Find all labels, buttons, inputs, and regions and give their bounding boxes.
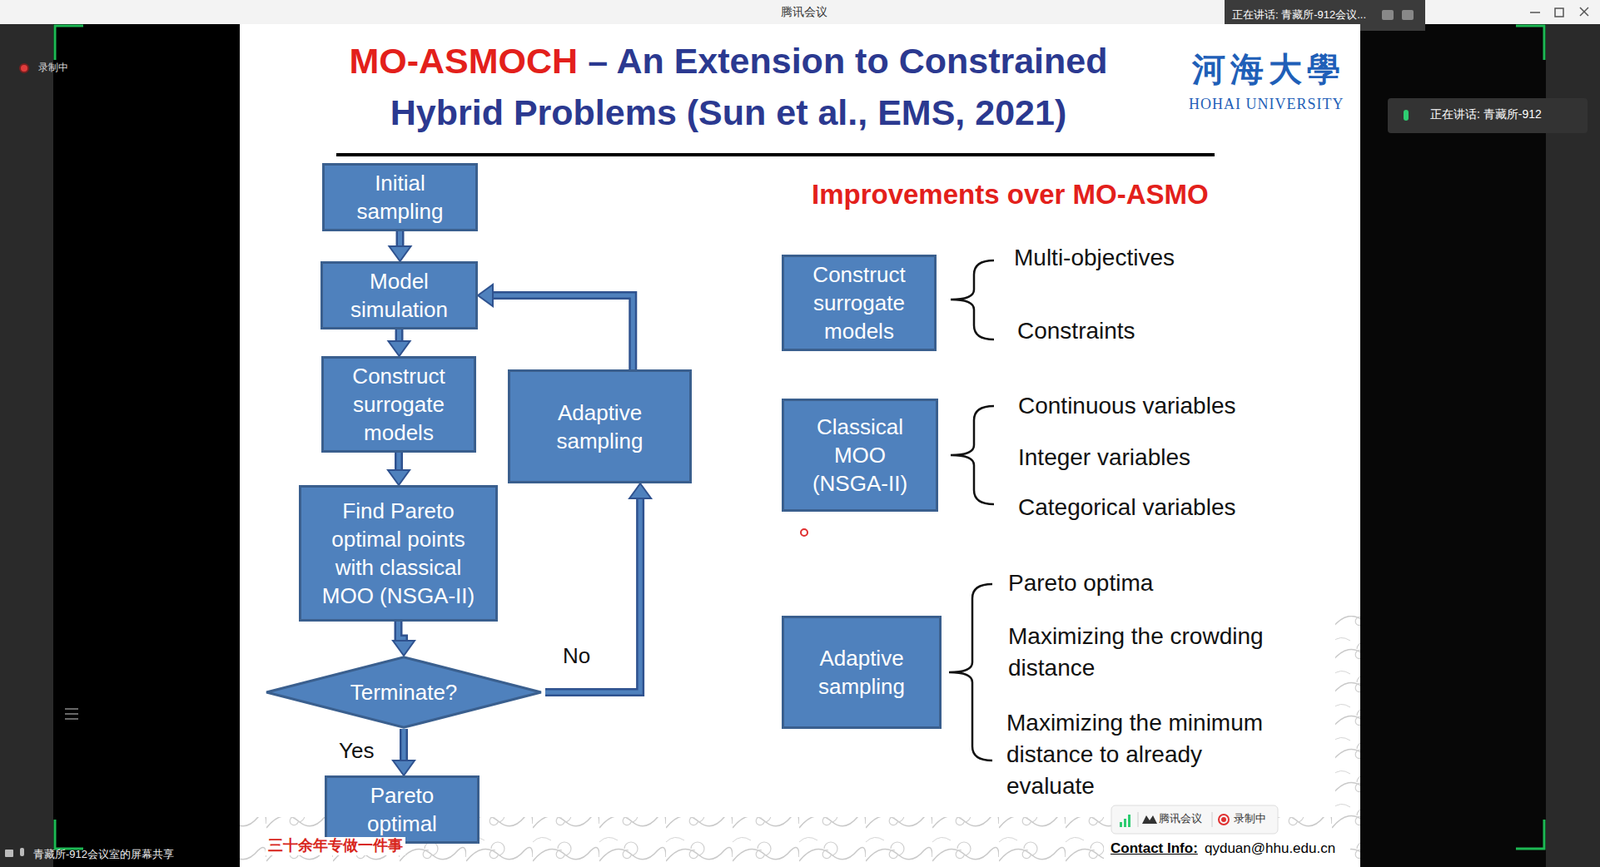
process-box: Find Pareto optimal points with classica… [298, 485, 498, 622]
speaker-icons [1381, 9, 1414, 20]
share-status: 青藏所-912会议室的屏幕共享 [33, 848, 174, 862]
list-icon [64, 709, 79, 720]
bullet-text: Multi-objectives [1013, 243, 1175, 273]
university-logo: 河海大學 [1192, 49, 1346, 90]
bracket [949, 260, 994, 761]
arrow-head [629, 483, 651, 499]
arrow-body [397, 329, 402, 343]
flow-arrow [387, 452, 410, 486]
process-box: Initial sampling [322, 163, 478, 232]
edge-label: No [561, 642, 592, 670]
arrow-body [545, 496, 641, 693]
university-name: HOHAI UNIVERSITY [1188, 95, 1344, 115]
node-text: Initial sampling [324, 168, 476, 226]
diamond-shape [266, 657, 542, 728]
node-text: Adaptive sampling [510, 398, 690, 456]
record-dot [19, 64, 29, 73]
flow-arrow [388, 329, 411, 357]
laser-pointer [800, 529, 808, 537]
side-panel [1360, 24, 1546, 867]
arrow-outline [399, 729, 408, 763]
overlay-app-name: 腾讯会议 [1158, 812, 1203, 826]
node-text: Find Pareto optimal points with classica… [301, 496, 496, 611]
arrow-outline [396, 231, 405, 249]
arrow-head [392, 640, 415, 656]
contact-patch [1103, 835, 1351, 865]
flow-arrow [477, 284, 633, 370]
process-box: Model simulation [320, 261, 478, 330]
meeting-overlay [1111, 805, 1278, 835]
arrow-body [398, 621, 405, 643]
frame-corners [54, 25, 1545, 850]
section-heading: Improvements over MO-ASMO [811, 178, 1209, 212]
arrow-head [392, 760, 415, 776]
bullet-text: Integer variables [1018, 443, 1191, 473]
process-box: Adaptive sampling [781, 616, 942, 730]
overlay-recording: 录制中 [1233, 812, 1267, 826]
contact-heading: Contact Info: [1110, 840, 1198, 858]
recording-status: 录制中 [38, 61, 69, 74]
title-accent: MO-ASMOCH [348, 40, 578, 81]
bullet-text: Pareto optima [1008, 569, 1153, 598]
flow-arrow [392, 729, 415, 776]
speaker-indicator: 正在讲话: 青藏所-912 [1430, 107, 1542, 122]
node-text: Pareto optimal [327, 781, 478, 839]
arrow-head [388, 341, 411, 357]
bullet-text: Maximizing the minimum distance to alrea… [1006, 707, 1273, 803]
edge-label: Yes [337, 737, 376, 765]
arrow-outline [398, 621, 405, 643]
process-box: Construct surrogate models [781, 254, 937, 352]
arrow-head [387, 470, 410, 486]
node-text: Construct surrogate models [323, 362, 474, 448]
side-bar [1545, 24, 1600, 867]
window-title: 腾讯会议 [780, 4, 828, 20]
title-rule [336, 153, 1215, 157]
mic-icon [1403, 109, 1409, 121]
arrow-body [397, 231, 403, 249]
process-box: Classical MOO (NSGA-II) [781, 398, 939, 512]
node-text: Adaptive sampling [784, 644, 940, 701]
contact-email: qyduan@hhu.edu.cn [1204, 840, 1336, 858]
arrow-head [389, 246, 412, 262]
bullet-text: Maximizing the crowding distance [1008, 621, 1275, 685]
decision-diamond: Terminate? [262, 655, 546, 730]
flow-arrow [392, 621, 415, 656]
process-box: Construct surrogate models [321, 356, 477, 453]
arrow-outline [491, 295, 633, 370]
side-bar [0, 24, 54, 867]
slide-title: MO-ASMOCH – An Extension to Constrained … [299, 34, 1158, 139]
process-box: Adaptive sampling [507, 369, 692, 484]
process-box: Pareto optimal [324, 775, 480, 845]
flow-arrow [389, 231, 412, 262]
arrow-head [477, 284, 493, 307]
arrow-body [397, 452, 402, 473]
flow-arrow [545, 483, 651, 693]
wave-border [1335, 616, 1361, 818]
arrow-outline [545, 496, 641, 693]
speaker-indicator: 正在讲话: 青藏所-912会议... [1232, 8, 1367, 22]
arrow-body [491, 295, 633, 370]
window-controls [1530, 7, 1589, 17]
node-text: Model simulation [322, 267, 476, 324]
slogan: 三十余年专做一件事 [265, 837, 406, 856]
taskbar-icons [4, 848, 25, 858]
node-text: Classical MOO (NSGA-II) [784, 412, 936, 498]
bullet-text: Continuous variables [1018, 392, 1237, 421]
bullet-text: Categorical variables [1018, 493, 1236, 522]
arrow-body [402, 729, 407, 763]
node-text: Terminate? [350, 678, 458, 707]
arrow-outline [395, 329, 404, 343]
node-text: Construct surrogate models [784, 260, 935, 346]
bullet-text: Constraints [1017, 317, 1136, 346]
arrow-outline [394, 452, 403, 473]
